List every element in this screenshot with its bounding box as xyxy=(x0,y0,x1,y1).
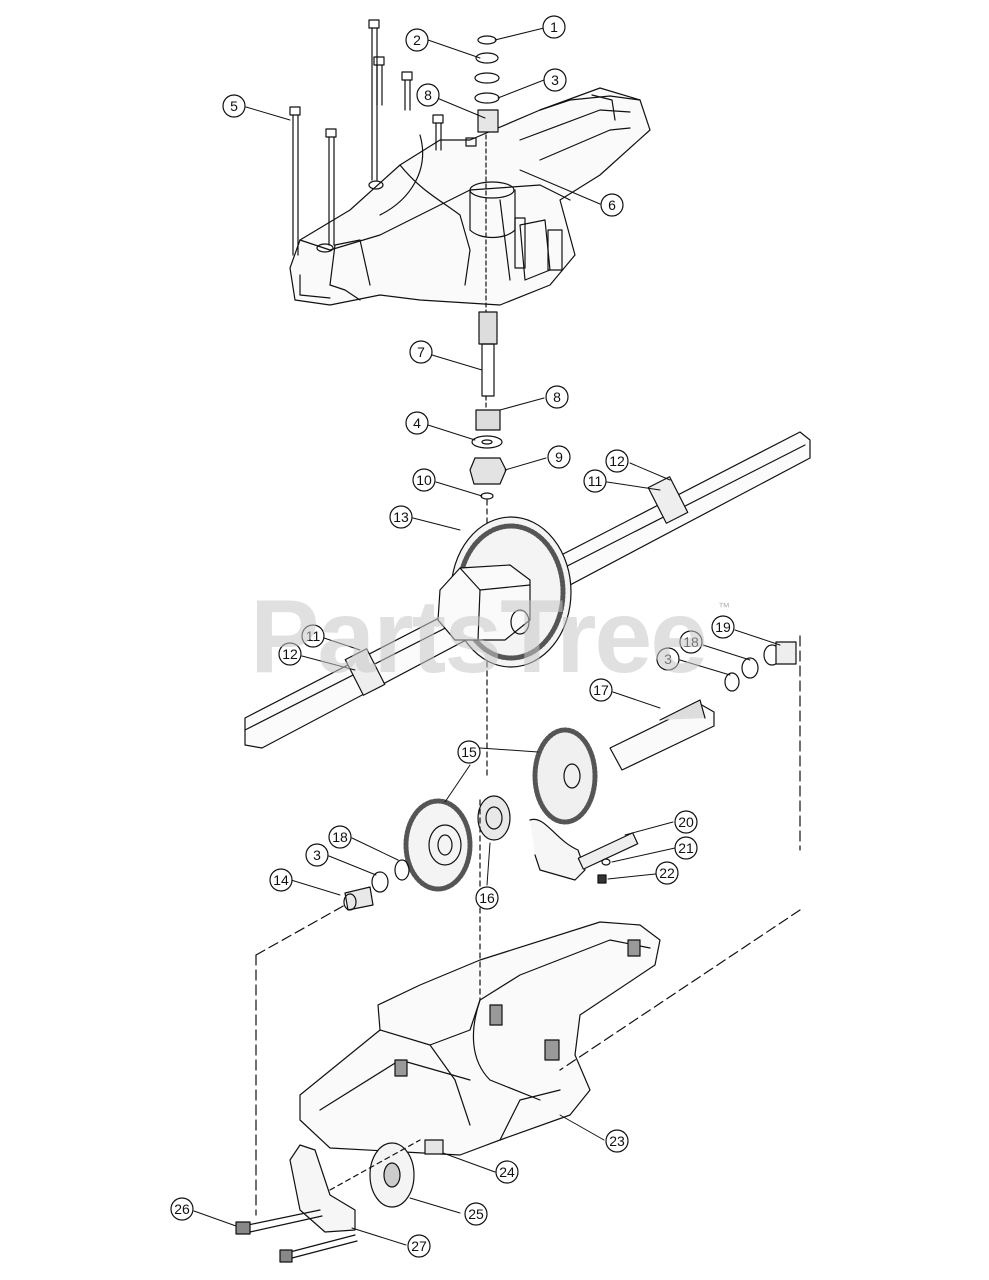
callout-11a: 11 xyxy=(583,469,607,493)
callout-4: 4 xyxy=(405,411,429,435)
leader-lines xyxy=(193,27,781,1246)
housing-bolts xyxy=(289,19,477,256)
partstree-watermark: PartsTree xyxy=(250,579,708,695)
callout-24: 24 xyxy=(495,1160,519,1184)
input-shaft xyxy=(469,311,507,776)
callout-21: 21 xyxy=(674,836,698,860)
callout-20: 20 xyxy=(674,810,698,834)
callout-label: 12 xyxy=(282,646,298,662)
callout-label: 3 xyxy=(313,847,321,863)
brake-assembly xyxy=(235,1139,444,1263)
callout-3c: 3 xyxy=(305,843,329,867)
callout-7: 7 xyxy=(409,340,433,364)
left-small-parts xyxy=(255,859,410,1216)
callout-label: 26 xyxy=(174,1201,190,1217)
callout-label: 27 xyxy=(411,1238,427,1254)
callout-label: 11 xyxy=(588,473,603,489)
callout-label: 1 xyxy=(550,19,558,35)
callout-label: 22 xyxy=(659,865,675,881)
callout-label: 16 xyxy=(479,890,495,906)
callout-14: 14 xyxy=(269,868,293,892)
callout-8b: 8 xyxy=(545,385,569,409)
callout-label: 20 xyxy=(678,814,694,830)
callout-18a: 18 xyxy=(679,630,703,654)
callout-6: 6 xyxy=(600,193,624,217)
callout-9: 9 xyxy=(547,445,571,469)
callout-3b: 3 xyxy=(656,647,680,671)
callout-15: 15 xyxy=(457,740,481,764)
shift-fork xyxy=(529,818,639,884)
callout-label: 9 xyxy=(555,449,563,465)
callout-label: 6 xyxy=(608,197,616,213)
gear-cluster xyxy=(403,699,715,892)
callout-label: 25 xyxy=(468,1206,484,1222)
callout-8: 8 xyxy=(416,83,440,107)
callout-12a: 12 xyxy=(605,449,629,473)
callout-label: 8 xyxy=(424,87,432,103)
callout-18b: 18 xyxy=(328,825,352,849)
callout-label: 19 xyxy=(715,619,731,635)
callout-label: 15 xyxy=(461,744,477,760)
callout-label: 12 xyxy=(609,453,625,469)
callout-label: 23 xyxy=(609,1133,625,1149)
callout-26: 26 xyxy=(170,1197,194,1221)
callout-1: 1 xyxy=(542,15,566,39)
callout-label: 18 xyxy=(332,829,348,845)
callout-label: 24 xyxy=(499,1164,515,1180)
callout-19: 19 xyxy=(711,615,735,639)
callout-2: 2 xyxy=(405,28,429,52)
callout-23: 23 xyxy=(605,1129,629,1153)
callout-label: 10 xyxy=(416,472,432,488)
callout-16: 16 xyxy=(475,886,499,910)
callout-3: 3 xyxy=(543,68,567,92)
callout-label: 13 xyxy=(393,509,409,525)
callout-label: 8 xyxy=(553,389,561,405)
callout-17: 17 xyxy=(589,678,613,702)
callout-label: 18 xyxy=(683,634,699,650)
callout-12b: 12 xyxy=(278,642,302,666)
callout-label: 11 xyxy=(306,628,321,644)
callout-13: 13 xyxy=(389,505,413,529)
callout-label: 7 xyxy=(417,344,425,360)
callout-5: 5 xyxy=(222,94,246,118)
callout-label: 17 xyxy=(593,682,609,698)
callout-label: 3 xyxy=(551,72,559,88)
retainer-stack xyxy=(474,35,500,321)
callout-10: 10 xyxy=(412,468,436,492)
callout-label: 4 xyxy=(413,415,421,431)
callout-27: 27 xyxy=(407,1234,431,1258)
trademark-symbol: ™ xyxy=(718,600,730,614)
axle-assembly xyxy=(244,431,811,749)
callout-11b: 11 xyxy=(301,624,325,648)
callout-22: 22 xyxy=(655,861,679,885)
callout-25: 25 xyxy=(464,1202,488,1226)
callout-label: 2 xyxy=(413,32,421,48)
callout-label: 21 xyxy=(678,840,694,856)
callout-label: 14 xyxy=(273,872,289,888)
callout-label: 3 xyxy=(664,651,672,667)
right-small-parts xyxy=(724,635,801,851)
callout-label: 5 xyxy=(230,98,238,114)
lower-housing xyxy=(299,799,801,1156)
upper-housing xyxy=(289,87,651,306)
